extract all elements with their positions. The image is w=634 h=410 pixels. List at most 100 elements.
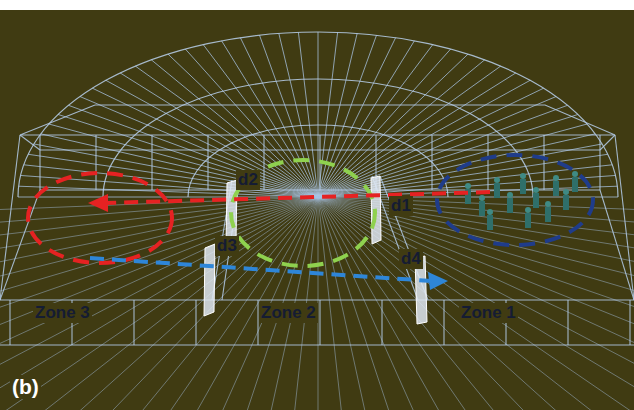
person-body [553, 181, 559, 196]
person-body [507, 198, 513, 213]
building-edge [599, 135, 600, 190]
dome-rib [279, 33, 318, 197]
dome-rib [318, 97, 556, 197]
person-head [494, 177, 500, 183]
person-body [572, 177, 578, 192]
building-edge [207, 135, 208, 190]
person-figure [553, 175, 559, 196]
dome-rib [58, 115, 318, 198]
person-body [525, 213, 531, 228]
person-head [520, 173, 526, 179]
dome-rib [318, 134, 595, 197]
person-figure [563, 189, 569, 210]
dome-rib [135, 66, 318, 197]
person-figure [479, 195, 485, 216]
building-edge [195, 300, 196, 345]
person-head [533, 187, 539, 193]
door-label: d4 [399, 249, 423, 269]
dome-rib [318, 154, 608, 197]
dome-rib [18, 197, 318, 198]
building-edge [0, 299, 634, 300]
floor-ray [0, 197, 318, 407]
zone-label: Zone 3 [33, 303, 92, 323]
building-edge [629, 300, 630, 345]
person-head [507, 192, 513, 198]
panel-letter: (b) [10, 375, 41, 399]
dome-rib [259, 35, 318, 197]
zone-ellipse [231, 160, 375, 266]
building-edge [9, 300, 10, 345]
door-label: d1 [389, 196, 413, 216]
dome-rib [318, 49, 451, 197]
door-label: d2 [236, 170, 260, 190]
movement-path [104, 192, 490, 203]
building-edge [39, 135, 40, 190]
person-figure [487, 209, 493, 230]
top-strip [0, 0, 634, 10]
door-label: d3 [215, 236, 239, 256]
building-edge [615, 135, 634, 300]
zone-ellipse [437, 155, 593, 245]
person-body [533, 193, 539, 208]
floor-ray [0, 197, 318, 383]
door-panel [204, 244, 215, 316]
person-figure [507, 192, 513, 213]
building-edge [263, 135, 264, 190]
floor-ray [318, 197, 364, 410]
person-body [520, 179, 526, 194]
person-body [545, 207, 551, 222]
dome-rib [185, 49, 318, 197]
dome-ring [103, 79, 533, 197]
floor-ray [227, 197, 318, 410]
building-edge [487, 135, 488, 190]
building-edge [543, 135, 544, 190]
person-head [479, 195, 485, 201]
person-head [563, 189, 569, 195]
floor-ray [0, 197, 318, 306]
person-figure [545, 201, 551, 222]
building-edge [319, 300, 320, 345]
person-figure [520, 173, 526, 194]
building-edge [0, 344, 634, 345]
building-edge [20, 135, 40, 150]
floor-ray [318, 197, 455, 410]
dome-rib [318, 80, 530, 197]
person-head [487, 209, 493, 215]
person-body [494, 183, 500, 198]
floor-ray [318, 197, 543, 410]
person-head [553, 175, 559, 181]
building-edge [381, 300, 382, 345]
building-edge [95, 135, 96, 190]
person-body [479, 201, 485, 216]
zone-label: Zone 1 [459, 303, 518, 323]
person-figure [494, 177, 500, 198]
building-edge [600, 135, 615, 150]
arrow-head [88, 194, 108, 212]
person-body [563, 195, 569, 210]
person-head [525, 207, 531, 213]
building-edge [20, 105, 615, 135]
building-edge [133, 300, 134, 345]
building-edge [567, 300, 568, 345]
building-edge [0, 135, 20, 300]
building-edge [600, 190, 634, 300]
building-edge [151, 135, 152, 190]
floor-ray [93, 197, 318, 410]
person-figure [525, 207, 531, 228]
dome-rib [203, 45, 318, 197]
person-body [487, 215, 493, 230]
building-edge [443, 300, 444, 345]
person-head [545, 201, 551, 207]
person-figure [572, 171, 578, 192]
zone-label: Zone 2 [259, 303, 318, 323]
zone-ellipse [28, 173, 172, 263]
floor-ray [318, 197, 634, 332]
dome-rib [298, 32, 318, 197]
dome-rib [318, 32, 319, 197]
floor-ray [318, 197, 628, 410]
floor-ray [0, 197, 318, 358]
building-edge [431, 135, 432, 190]
